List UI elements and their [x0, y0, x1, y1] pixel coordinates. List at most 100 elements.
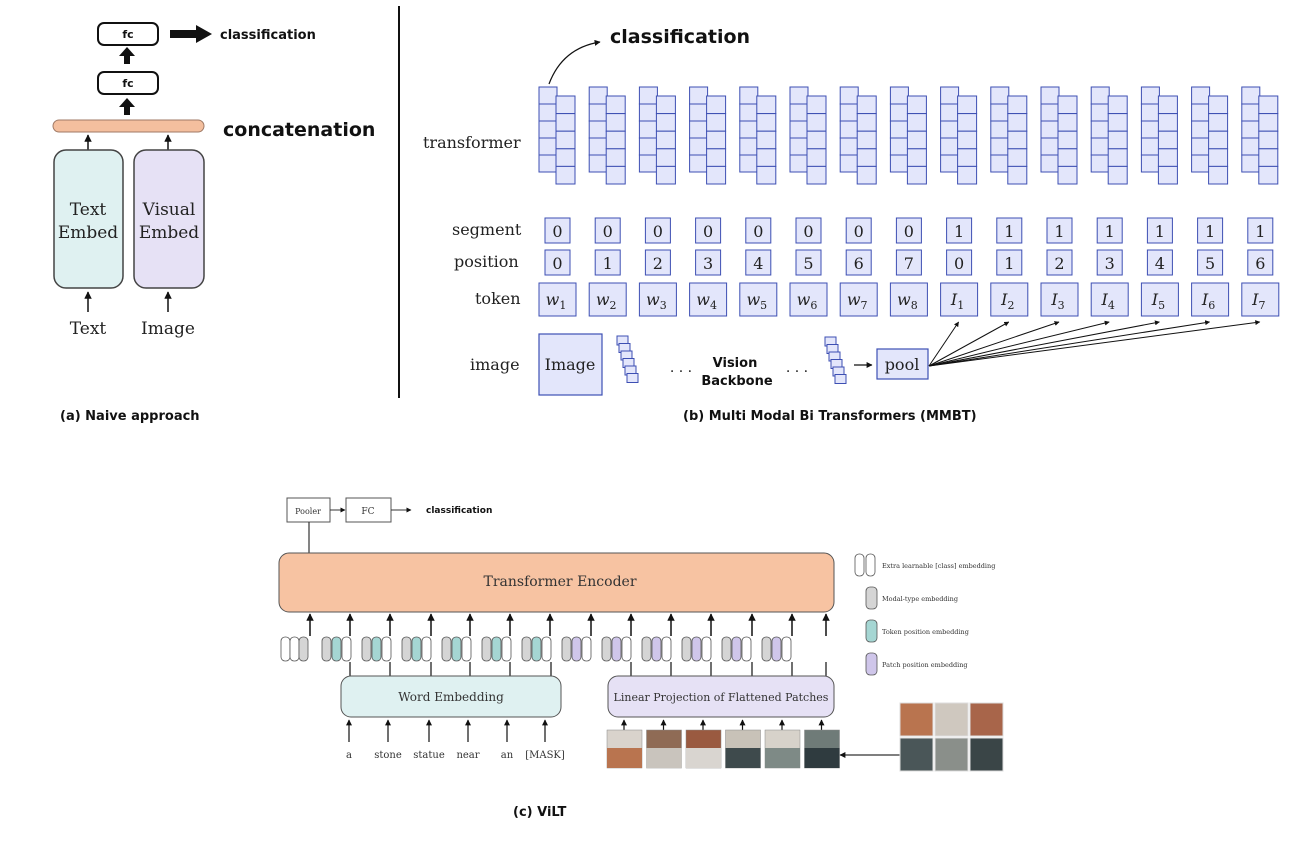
vilt-legend: Extra learnable [class] embeddingModal-t… — [854, 553, 995, 676]
transformer-cell-front — [1007, 95, 1028, 115]
transformer-cell-front — [555, 148, 576, 167]
position-value: 0 — [552, 254, 562, 273]
modal-type-embedding — [601, 636, 612, 662]
segment-cell — [795, 217, 822, 244]
position-value: 6 — [854, 254, 864, 273]
patch-position-embedding — [691, 636, 702, 662]
transformer-cell-front — [1157, 130, 1178, 150]
pool-to-token-arrow — [928, 320, 1160, 367]
transformer-cell-front — [1157, 148, 1178, 167]
transformer-cell-front — [555, 95, 576, 115]
segment-cell — [644, 217, 671, 244]
transformer-cell-front — [655, 130, 676, 150]
transformer-cell-front — [1107, 130, 1128, 150]
transformer-cell-front — [806, 148, 827, 167]
transformer-cell-front — [806, 165, 827, 185]
mmbt-image-label: Image — [545, 355, 596, 374]
patch-token — [781, 636, 792, 662]
word-token — [501, 636, 512, 662]
patch-position-embedding — [611, 636, 622, 662]
transformer-cell-back — [990, 103, 1010, 122]
transformer-cell-front — [1107, 95, 1128, 115]
transformer-cell-back — [1090, 120, 1110, 139]
concatenation-label: concatenation — [223, 119, 375, 141]
token-position-embedding — [451, 636, 462, 662]
transformer-encoder-box — [278, 552, 835, 613]
transformer-cell-back — [789, 103, 809, 122]
token-value: w7 — [847, 290, 868, 312]
transformer-cell-back — [1040, 86, 1060, 105]
transformer-cell-front — [1007, 113, 1028, 132]
word-input-label: [MASK] — [525, 750, 565, 761]
token-value: w2 — [596, 290, 617, 312]
image-patch-detail — [686, 748, 721, 768]
mmbt-classification-label: classification — [610, 26, 750, 48]
transformer-cell-front — [1208, 165, 1229, 185]
transformer-cell-back — [1191, 103, 1211, 122]
image-patch-detail — [607, 748, 642, 768]
row-label-segment: segment — [452, 220, 522, 239]
fc-top-box — [97, 22, 159, 46]
modal-type-embedding — [481, 636, 492, 662]
text-input-label: Text — [70, 319, 107, 339]
mmbt-caption: (b) Multi Modal Bi Transformers (MMBT) — [683, 409, 977, 424]
vilt-source-image — [899, 702, 1004, 772]
transformer-cell-back — [1191, 120, 1211, 139]
image-patch-detail — [765, 748, 800, 768]
transformer-cell-front — [605, 148, 626, 167]
transformer-cell-back — [889, 154, 909, 173]
segment-cell — [845, 217, 872, 244]
transformer-cell-back — [689, 154, 709, 173]
backbone-feature-stack-left — [616, 335, 639, 383]
transformer-cell-back — [839, 137, 859, 156]
position-value: 1 — [1004, 254, 1014, 273]
position-cell — [845, 249, 872, 276]
transformer-cell-front — [756, 148, 777, 167]
token-position-embedding — [331, 636, 342, 662]
transformer-cell-front — [1007, 165, 1028, 185]
position-cell — [1046, 249, 1073, 276]
transformer-cell-back — [1090, 86, 1110, 105]
modal-type-embedding — [441, 636, 452, 662]
mmbt-image-box — [538, 333, 603, 396]
transformer-cell-front — [906, 130, 927, 150]
token-value: w5 — [746, 290, 767, 312]
transformer-cell-back — [889, 86, 909, 105]
transformer-cell-front — [957, 148, 978, 167]
transformer-cell-back — [990, 120, 1010, 139]
transformer-cell-front — [1057, 113, 1078, 132]
vilt-fc-label: FC — [361, 507, 374, 517]
transformer-cell-front — [856, 130, 877, 150]
modal-type-embedding — [321, 636, 332, 662]
transformer-cell-front — [856, 95, 877, 115]
vilt-token-row — [280, 613, 830, 676]
transformer-cell-front — [655, 95, 676, 115]
up-arrow-fc — [119, 47, 135, 64]
backbone-label-2: Backbone — [701, 374, 773, 389]
transformer-cell-front — [1007, 130, 1028, 150]
position-cell — [795, 249, 822, 276]
transformer-cell-front — [856, 148, 877, 167]
pool-label: pool — [885, 355, 920, 374]
transformer-cell-front — [957, 95, 978, 115]
segment-cell — [1247, 217, 1274, 244]
transformer-cell-back — [839, 120, 859, 139]
transformer-cell-front — [957, 130, 978, 150]
token-value: I6 — [1201, 290, 1215, 312]
transformer-cell-back — [940, 86, 960, 105]
transformer-cell-back — [739, 120, 759, 139]
transformer-cell-front — [1057, 130, 1078, 150]
transformer-cell-front — [1258, 95, 1279, 115]
position-cell — [1247, 249, 1274, 276]
transformer-cell-back — [940, 137, 960, 156]
word-input-label: an — [501, 750, 514, 761]
position-cell — [745, 249, 772, 276]
word-input-label: stone — [374, 750, 402, 761]
transformer-cell-front — [1107, 148, 1128, 167]
transformer-cell-back — [638, 154, 658, 173]
transformer-cell-back — [839, 103, 859, 122]
patch-position-embedding — [771, 636, 782, 662]
